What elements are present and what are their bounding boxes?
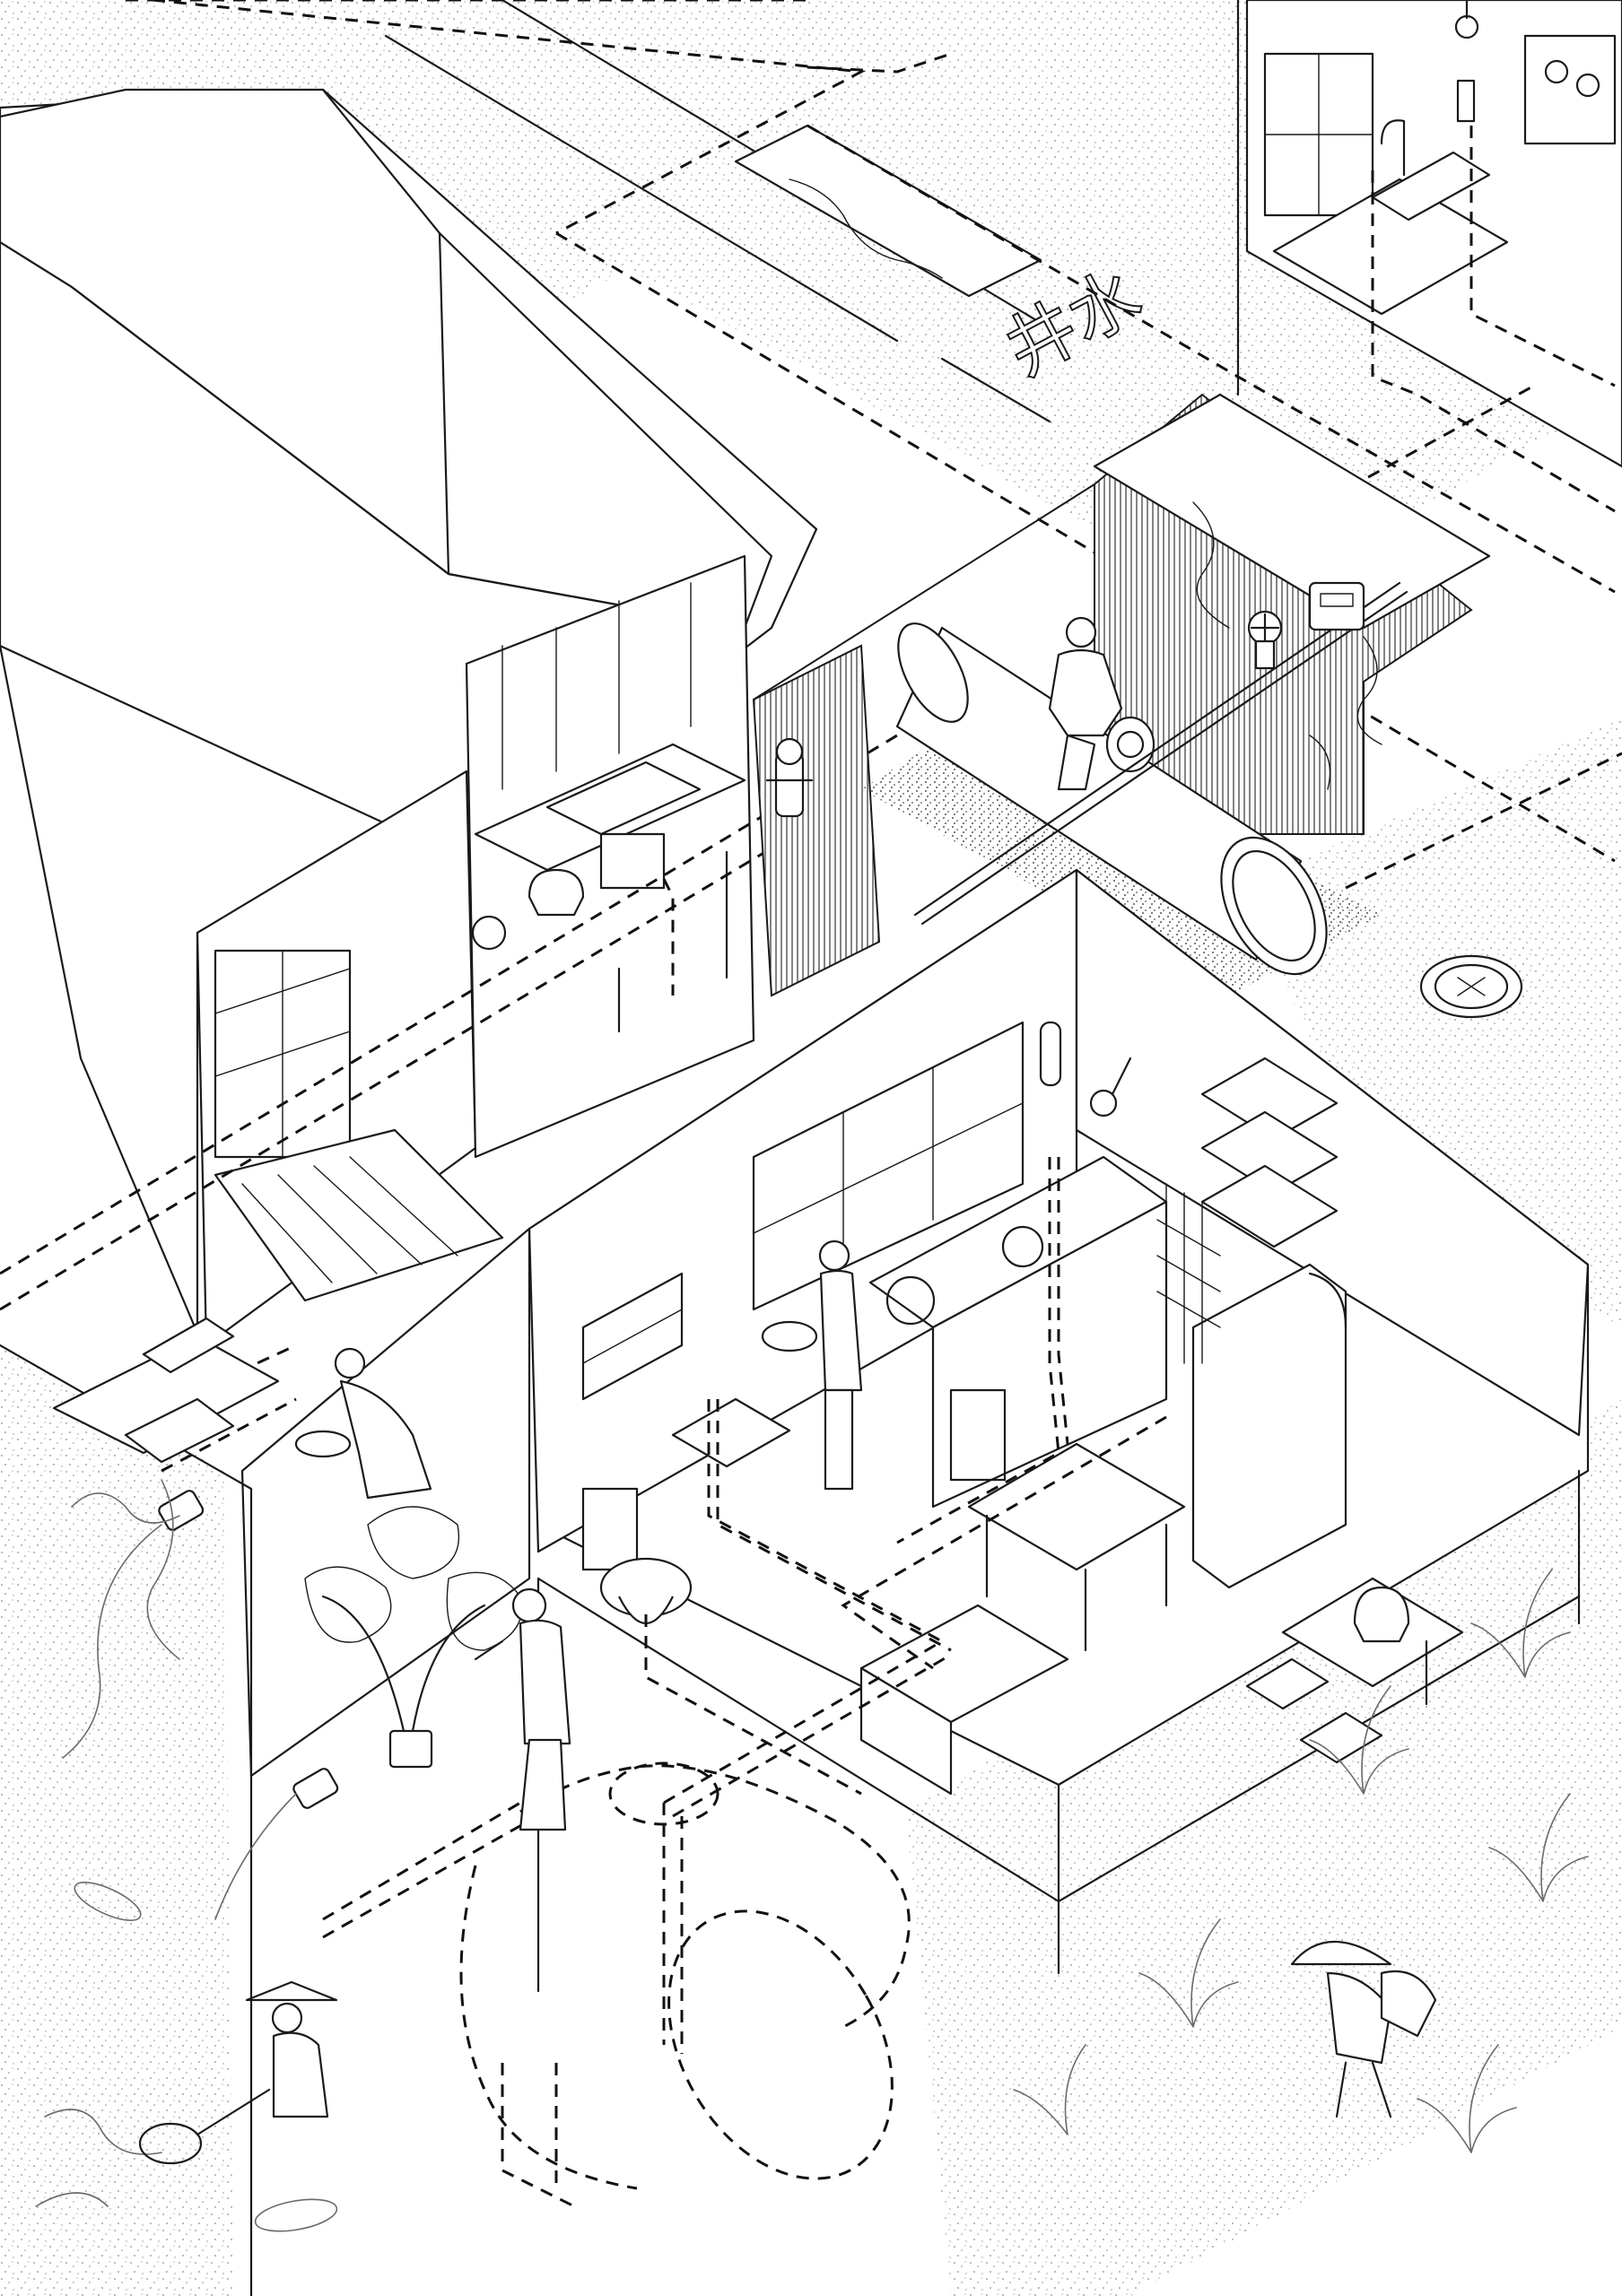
wall-tiles <box>1156 1183 1221 1364</box>
washing-area <box>52 1317 280 1660</box>
back-kitchen <box>471 743 746 1033</box>
supply-lines-house <box>0 734 898 1473</box>
worker-at-pipe <box>1048 616 1123 791</box>
fire-hydrant <box>765 737 814 818</box>
water-main-pipe <box>895 622 1328 976</box>
monstera-plant <box>304 1506 523 1769</box>
kitchen-room <box>868 1021 1464 1764</box>
child-with-net <box>138 1980 338 2165</box>
teapot-icon <box>1353 1586 1410 1643</box>
people <box>138 1239 1437 2165</box>
drain-lines <box>322 1157 1167 2054</box>
water-meter <box>1308 581 1365 631</box>
kettle-icon <box>528 868 585 917</box>
wash-basin <box>671 1397 791 1468</box>
septic-tank <box>459 1761 911 2208</box>
woman-watering-plant <box>474 1587 571 1831</box>
woman-with-basket <box>761 1239 863 1491</box>
farmer-planting <box>1290 1940 1437 2118</box>
upper-right-kitchen <box>1245 0 1622 468</box>
service-pipe <box>913 581 1408 926</box>
gate-valve <box>1247 610 1283 670</box>
main-house <box>0 88 818 1356</box>
cooking-pot-icon <box>885 1275 936 1326</box>
manhole-cover <box>1419 954 1523 1019</box>
rice-paddy <box>1013 1569 1589 2153</box>
woman-washing <box>294 1347 432 1500</box>
